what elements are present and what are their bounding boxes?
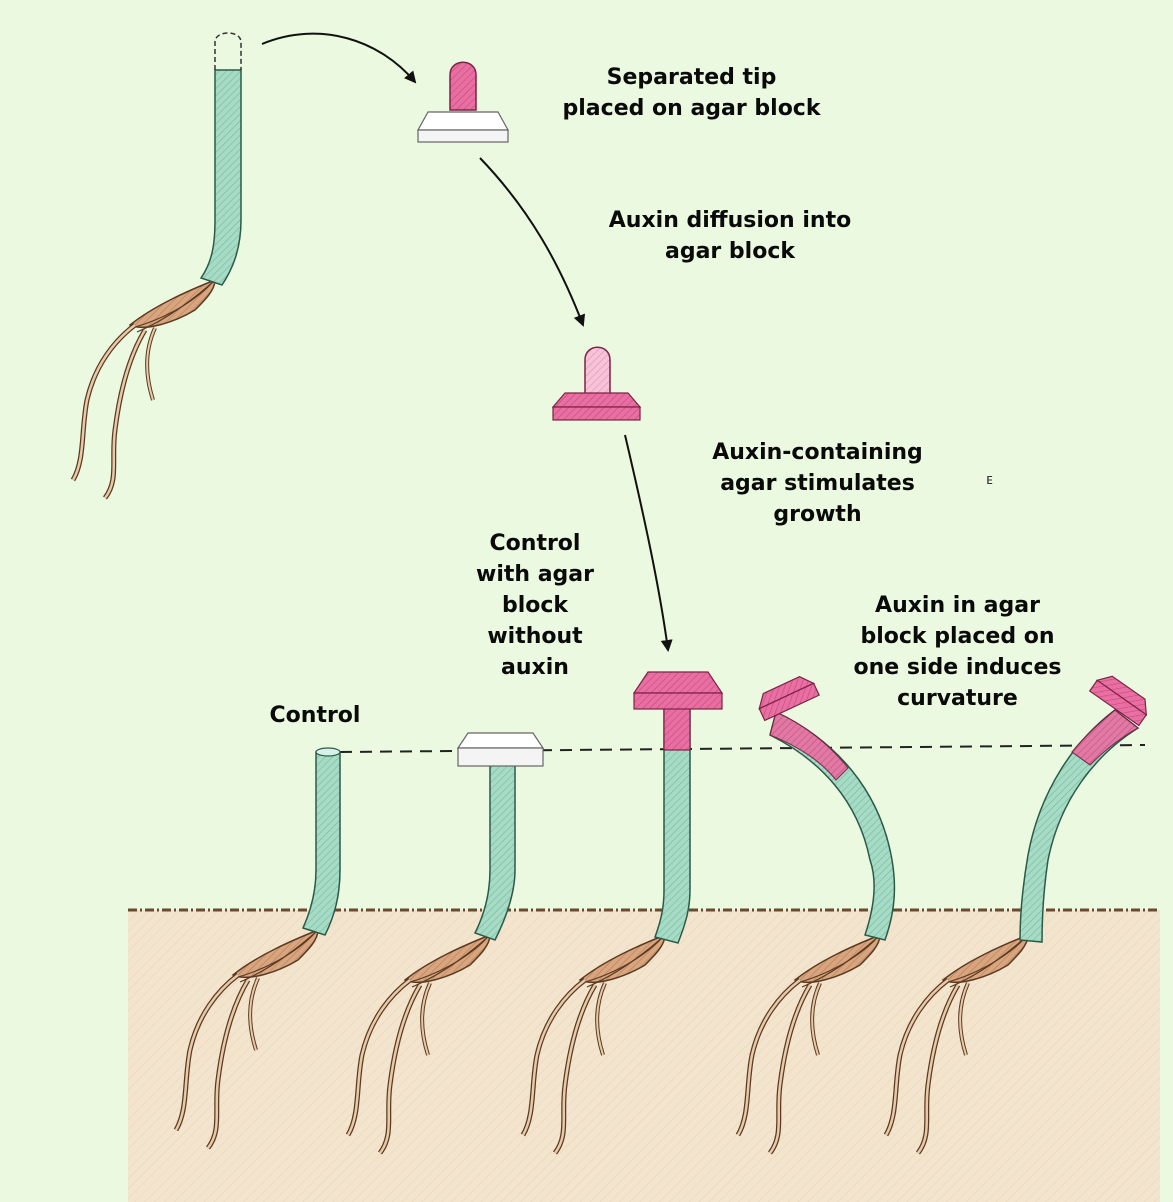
label-line: block <box>445 590 625 621</box>
label-line: Auxin-containing <box>690 437 945 468</box>
label-line: Control <box>445 528 625 559</box>
label-control-with-agar: Control with agar block without auxin <box>445 528 625 683</box>
arrow-diffusion <box>480 158 583 325</box>
label-control: Control <box>250 700 380 731</box>
label-line: with agar <box>445 559 625 590</box>
label-line: one side induces <box>830 652 1085 683</box>
tip-on-agar <box>418 62 508 142</box>
label-line: curvature <box>830 683 1085 714</box>
tip-on-auxin-agar <box>553 347 640 420</box>
label-line: Control <box>250 700 380 731</box>
label-separated-tip: Separated tip placed on agar block <box>539 62 844 124</box>
label-line: Separated tip <box>539 62 844 93</box>
arrow-to-seedling <box>625 435 668 650</box>
label-line: Auxin diffusion into <box>580 205 880 236</box>
label-line: agar stimulates <box>690 468 945 499</box>
arrow-tip-to-agar <box>262 34 415 82</box>
label-line: without <box>445 621 625 652</box>
label-line: auxin <box>445 652 625 683</box>
label-auxin-one-side: Auxin in agar block placed on one side i… <box>830 590 1085 714</box>
label-line: Auxin in agar <box>830 590 1085 621</box>
label-line: agar block <box>580 236 880 267</box>
label-line: placed on agar block <box>539 93 844 124</box>
label-line: block placed on <box>830 621 1085 652</box>
removed-tip-outline <box>215 33 241 70</box>
label-auxin-stimulates: Auxin-containing agar stimulates growth <box>690 437 945 530</box>
decapitated-seedling <box>73 33 241 498</box>
label-line: growth <box>690 499 945 530</box>
label-auxin-diffusion: Auxin diffusion into agar block <box>580 205 880 267</box>
svg-text:ᴇ: ᴇ <box>986 472 993 488</box>
